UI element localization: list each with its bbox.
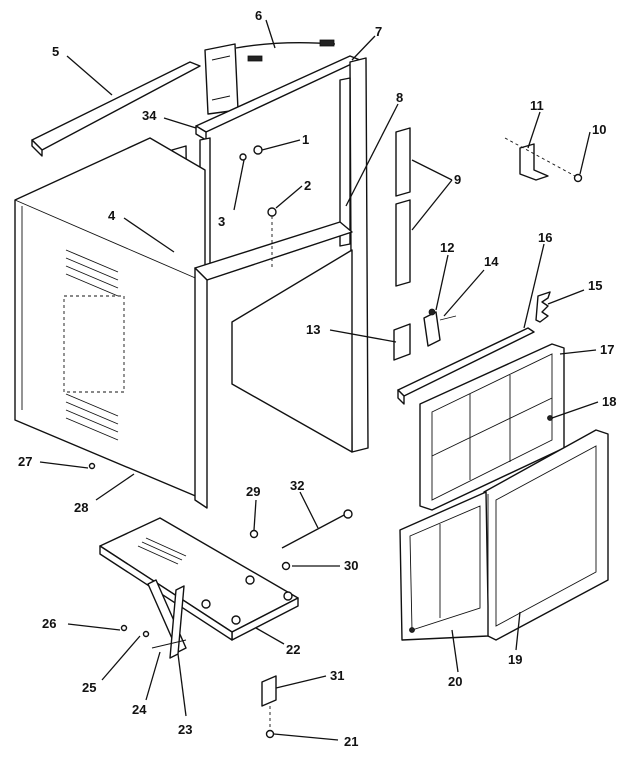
front-door-part xyxy=(399,491,489,641)
callout-25: 25 xyxy=(82,680,96,695)
callout-27: 27 xyxy=(18,454,32,469)
callout-23: 23 xyxy=(178,722,192,737)
callout-9: 9 xyxy=(454,172,461,187)
callout-17: 17 xyxy=(600,342,614,357)
small-screw-part xyxy=(88,462,150,638)
leader-lines xyxy=(39,19,599,741)
callout-30: 30 xyxy=(344,558,358,573)
filter-part xyxy=(547,415,553,421)
hinge-part xyxy=(393,308,457,361)
top-rail-part xyxy=(31,61,201,157)
callout-7: 7 xyxy=(375,24,382,39)
callout-3: 3 xyxy=(218,214,225,229)
louver-bar-part xyxy=(397,327,535,405)
callout-24: 24 xyxy=(132,702,147,717)
callout-16: 16 xyxy=(538,230,552,245)
callout-14: 14 xyxy=(484,254,499,269)
callout-22: 22 xyxy=(286,642,300,657)
callout-10: 10 xyxy=(592,122,606,137)
callout-1: 1 xyxy=(302,132,309,147)
rod-part xyxy=(281,509,353,549)
callout-8: 8 xyxy=(396,90,403,105)
partition-part xyxy=(194,221,353,509)
callout-4: 4 xyxy=(108,208,116,223)
screw-part xyxy=(239,145,277,268)
callout-6: 6 xyxy=(255,8,262,23)
callout-5: 5 xyxy=(52,44,59,59)
callout-2: 2 xyxy=(304,178,311,193)
callout-29: 29 xyxy=(246,484,260,499)
cabinet-shell-part xyxy=(14,137,206,501)
foot-bracket-part xyxy=(261,675,277,739)
bracket-part xyxy=(504,137,583,183)
callout-20: 20 xyxy=(448,674,462,689)
base-pan-part xyxy=(99,517,299,641)
clip-part xyxy=(535,291,551,323)
bolt-part xyxy=(249,529,291,571)
callout-34: 34 xyxy=(142,108,157,123)
callout-26: 26 xyxy=(42,616,56,631)
callout-19: 19 xyxy=(508,652,522,667)
callout-labels: 1 2 3 4 5 6 7 8 9 10 11 12 13 14 15 16 1… xyxy=(18,8,616,749)
callout-12: 12 xyxy=(440,240,454,255)
callout-15: 15 xyxy=(588,278,602,293)
callout-32: 32 xyxy=(290,478,304,493)
callout-28: 28 xyxy=(74,500,88,515)
callout-31: 31 xyxy=(330,668,344,683)
callout-18: 18 xyxy=(602,394,616,409)
callout-11: 11 xyxy=(530,98,544,113)
gasket-part xyxy=(395,127,411,287)
callout-13: 13 xyxy=(306,322,320,337)
callout-21: 21 xyxy=(344,734,358,749)
